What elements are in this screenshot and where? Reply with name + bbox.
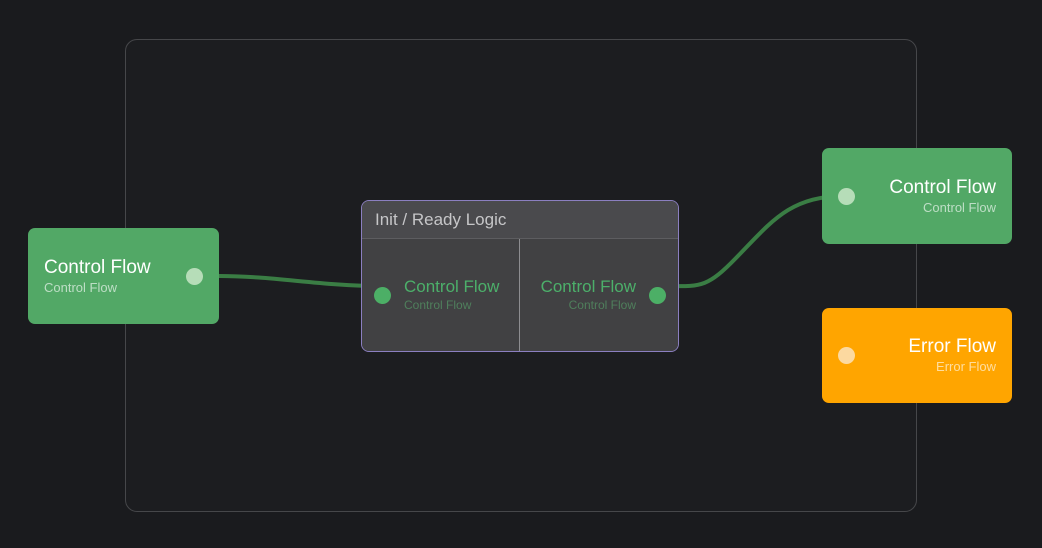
input-port-dot[interactable]: [838, 347, 855, 364]
group-node-title: Init / Ready Logic: [375, 209, 507, 229]
node-error-flow-bottom-right[interactable]: Error Flow Error Flow: [822, 308, 1012, 403]
node-subtitle: Error Flow: [936, 359, 996, 375]
group-node-init-ready-logic[interactable]: Init / Ready Logic Control Flow Control …: [361, 200, 679, 352]
group-node-header[interactable]: Init / Ready Logic: [362, 201, 678, 239]
sub-node-control-flow-input[interactable]: Control Flow Control Flow: [362, 239, 520, 351]
node-control-flow-left[interactable]: Control Flow Control Flow: [28, 228, 219, 324]
sub-node-labels: Control Flow Control Flow: [541, 277, 636, 312]
node-title: Control Flow: [44, 256, 151, 278]
input-port-dot[interactable]: [838, 187, 855, 205]
node-labels: Control Flow Control Flow: [889, 177, 996, 216]
node-subtitle: Control Flow: [44, 279, 117, 295]
output-port-dot[interactable]: [649, 286, 666, 304]
node-title: Control Flow: [889, 176, 996, 198]
node-subtitle: Control Flow: [923, 199, 996, 215]
sub-node-subtitle: Control Flow: [404, 298, 472, 313]
node-control-flow-top-right[interactable]: Control Flow Control Flow: [822, 148, 1012, 244]
group-node-body: Control Flow Control Flow Control Flow C…: [362, 239, 678, 351]
sub-node-title: Control Flow: [540, 277, 636, 297]
node-labels: Control Flow Control Flow: [44, 257, 151, 296]
node-title: Error Flow: [908, 336, 996, 358]
sub-node-labels: Control Flow Control Flow: [404, 277, 499, 312]
input-port-dot[interactable]: [374, 286, 391, 304]
output-port-dot[interactable]: [186, 267, 203, 285]
sub-node-control-flow-output[interactable]: Control Flow Control Flow: [520, 239, 678, 351]
sub-node-title: Control Flow: [404, 277, 500, 297]
sub-node-subtitle: Control Flow: [568, 298, 636, 313]
node-labels: Error Flow Error Flow: [908, 336, 996, 375]
